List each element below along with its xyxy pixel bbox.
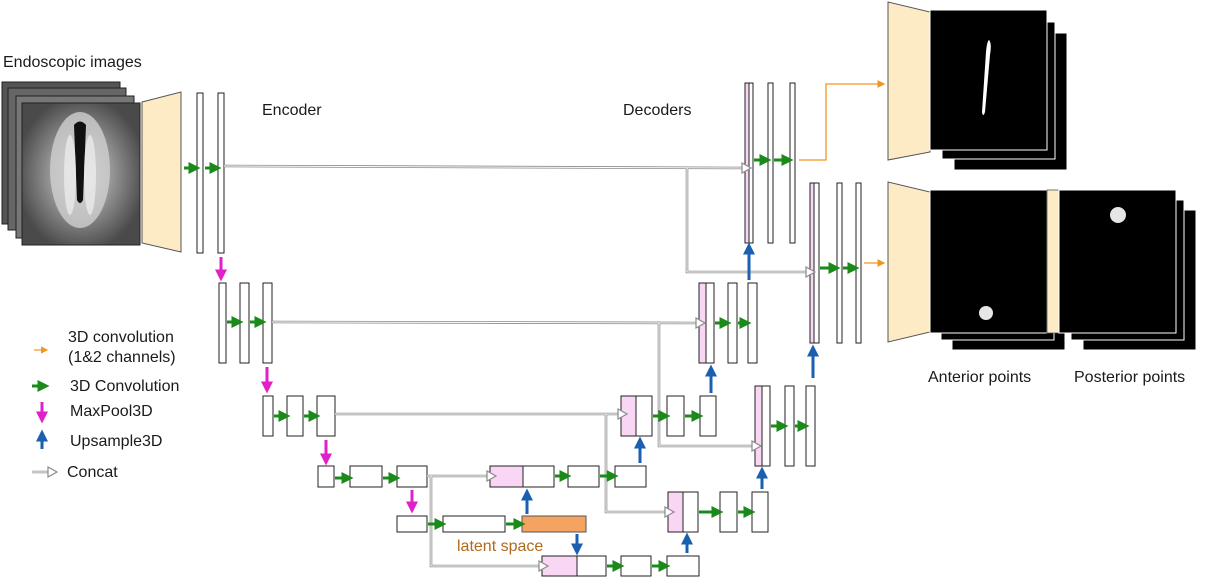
decB3-fmap-b bbox=[762, 386, 770, 466]
enc3-fmap-b bbox=[287, 396, 303, 436]
decB3-concat bbox=[755, 386, 762, 466]
decB2-fmap-c bbox=[837, 183, 842, 343]
decA1-fmap-d bbox=[790, 83, 795, 243]
gray-concat-arrow-icon bbox=[32, 467, 57, 477]
decA3-fmap-c bbox=[667, 396, 684, 436]
decB2-concat bbox=[810, 183, 814, 343]
enc1-fmap-b bbox=[218, 93, 224, 253]
legend-text-concat: Concat bbox=[67, 464, 118, 481]
decB5-fmap-c bbox=[621, 556, 651, 576]
decA2-fmap-b bbox=[706, 283, 714, 363]
enc4-fmap-c bbox=[397, 466, 427, 487]
decA1-fmap-b bbox=[749, 83, 753, 243]
enc3-fmap-a bbox=[263, 396, 273, 436]
legend bbox=[32, 350, 57, 477]
posterior-points-label: Posterior points bbox=[1074, 369, 1185, 386]
legend-text-output-conv-sub: (1&2 channels) bbox=[68, 349, 176, 366]
bottleneck-fmap-a bbox=[397, 516, 427, 532]
decA1-concat bbox=[745, 83, 749, 243]
segmentation-output-stack bbox=[930, 10, 1067, 170]
decB4-fmap-d bbox=[752, 492, 768, 532]
enc1-fmap-a bbox=[197, 93, 203, 253]
legend-text-upsample: Upsample3D bbox=[70, 433, 162, 450]
posterior-points-stack bbox=[1059, 190, 1196, 350]
decB5-fmap-b bbox=[577, 556, 606, 576]
decA4-fmap-d bbox=[615, 466, 646, 487]
decB2-fmap-b bbox=[814, 183, 819, 343]
enc3-fmap-c bbox=[317, 396, 335, 436]
decB4-fmap-b bbox=[683, 492, 698, 532]
output2-trapezoid bbox=[888, 182, 930, 342]
enc4-fmap-b bbox=[350, 466, 382, 487]
decA2-fmap-d bbox=[748, 283, 757, 363]
decA3-fmap-b bbox=[636, 396, 652, 436]
output-separator-bar bbox=[1047, 190, 1059, 333]
legend-text-output-conv: 3D convolution bbox=[68, 329, 174, 346]
decB3-fmap-c bbox=[785, 386, 794, 466]
enc2-fmap-a bbox=[219, 283, 226, 363]
output1-trapezoid bbox=[888, 2, 930, 160]
maxpool-arrows bbox=[221, 257, 412, 506]
anterior-points-stack bbox=[930, 190, 1065, 350]
decA4-fmap-c bbox=[568, 466, 599, 487]
latent-space-label: latent space bbox=[457, 538, 543, 555]
enc2-fmap-b bbox=[240, 283, 249, 363]
anterior-point-marker bbox=[979, 306, 993, 320]
decB2-fmap-d bbox=[856, 183, 861, 343]
legend-text-conv: 3D Convolution bbox=[70, 378, 179, 395]
enc4-fmap-a bbox=[318, 466, 334, 487]
input-label: Endoscopic images bbox=[3, 54, 142, 71]
decoders-label: Decoders bbox=[623, 102, 691, 119]
latent-space-block bbox=[522, 516, 586, 532]
encoder-label: Encoder bbox=[262, 102, 322, 119]
decA3-fmap-d bbox=[700, 396, 716, 436]
decB5-fmap-d bbox=[667, 556, 699, 576]
decA2-fmap-c bbox=[728, 283, 737, 363]
decB3-fmap-d bbox=[806, 386, 815, 466]
posterior-point-marker bbox=[1110, 207, 1126, 223]
anterior-points-label: Anterior points bbox=[928, 369, 1031, 386]
input-image-stack bbox=[2, 82, 140, 245]
decB4-fmap-c bbox=[720, 492, 737, 532]
decA4-fmap-b bbox=[523, 466, 554, 487]
bottleneck-fmap-b bbox=[443, 516, 505, 532]
legend-text-maxpool: MaxPool3D bbox=[70, 403, 153, 420]
decA1-fmap-c bbox=[768, 83, 773, 243]
enc2-fmap-c bbox=[263, 283, 272, 363]
input-conv-trapezoid bbox=[142, 92, 181, 252]
